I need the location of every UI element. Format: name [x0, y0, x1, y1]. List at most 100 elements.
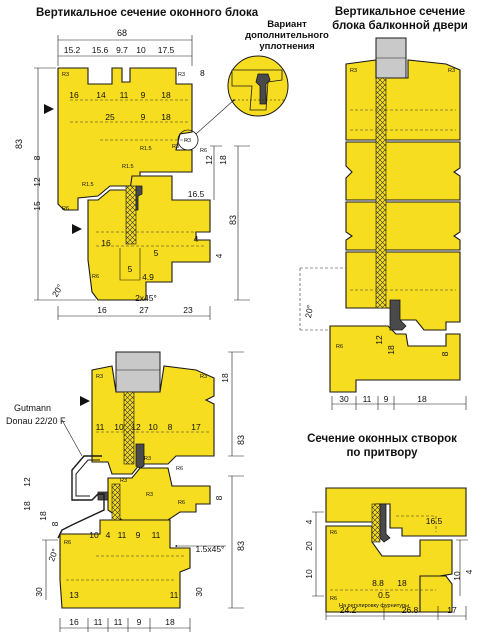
lower-bottom: 11: [94, 617, 103, 627]
balcony-panel-2: [345, 201, 461, 251]
dim-row1: 16: [69, 90, 79, 100]
dim-row-16: 16: [101, 238, 111, 248]
title-balcony-vertical-line2: блока балконной двери: [332, 20, 468, 32]
radius-label: R1.5: [82, 182, 94, 188]
lower-lower-sash: [59, 519, 191, 609]
chamfer-2x45: 2x45°: [135, 293, 157, 303]
title-sash-line1: Сечение оконных створок: [307, 433, 457, 445]
lower-marker: [80, 396, 90, 406]
dim-top-part: 15.2: [64, 45, 81, 55]
balcony-bottom: 18: [417, 394, 427, 404]
lower-dim-11: 11: [170, 590, 179, 600]
dim-row-5b: 5: [128, 264, 133, 274]
radius-label: R3: [184, 138, 191, 144]
sash-dim-right-10: 10: [452, 571, 462, 581]
dim-top-part: 9.7: [116, 45, 128, 55]
label-donau: Donau 22/20 F: [6, 416, 66, 426]
dim-right-part: 12: [204, 155, 214, 165]
sash-on-request: На регулировку фурнитуры: [339, 603, 409, 609]
dim-row2: 9: [141, 112, 146, 122]
title-balcony-vertical-line1: Вертикальное сечение: [335, 6, 465, 18]
chamfer-15x45: 1.5x45°: [196, 544, 225, 554]
dim-row2: 18: [161, 112, 171, 122]
balcony-lower-sash: [345, 251, 461, 331]
lower-row2: 11: [118, 530, 127, 540]
lower-upper-sash: [91, 365, 215, 475]
lower-bottom: 18: [165, 617, 175, 627]
sash-bottom: 24.2: [340, 605, 357, 615]
radius-label: R1.5: [122, 164, 134, 170]
radius-label: R3: [62, 72, 69, 78]
dim-row1: 14: [96, 90, 106, 100]
balcony-section: [299, 37, 467, 410]
radius-label: R1.5: [140, 146, 152, 152]
window-seal-strip: [125, 185, 137, 245]
lower-row2: 9: [136, 530, 141, 540]
dim-row-5a: 5: [154, 248, 159, 258]
balcony-upper-sash: [345, 59, 461, 141]
leader-gutmann: [61, 419, 83, 457]
radius-label: R6: [336, 344, 343, 350]
balcony-bottom: 11: [363, 394, 372, 404]
sash-bottom: 17: [447, 605, 457, 615]
lower-dim-left-18b: 18: [38, 511, 48, 521]
radius-label: R3: [120, 478, 127, 484]
seal-variant-detail: [177, 55, 289, 151]
sash-section: [312, 487, 468, 620]
lower-row1: 10: [114, 422, 124, 432]
sash-upper-profile: [325, 487, 467, 537]
radius-label: R6: [62, 206, 69, 212]
sash-dim-left-20: 20: [304, 541, 314, 551]
dim-left-part: 15: [32, 201, 42, 211]
radius-label: R6: [64, 540, 71, 546]
lower-bottom: 11: [114, 617, 123, 627]
dim-top-part: 15.6: [92, 45, 109, 55]
lower-mid-frame: [107, 467, 211, 521]
radius-label: R6: [200, 148, 207, 154]
dim-right-8: 8: [200, 68, 205, 78]
dim-row-4: 4: [194, 234, 199, 244]
title-window-vertical: Вертикальное сечение оконного блока: [36, 7, 259, 19]
dim-left-part: 8: [32, 155, 42, 160]
dim-top-total: 68: [117, 28, 127, 38]
dim-row1: 9: [141, 90, 146, 100]
lower-dim-left-8: 8: [50, 521, 60, 526]
lower-row1: 8: [168, 422, 173, 432]
dim-row-4-9: 4.9: [142, 272, 154, 282]
sash-dim-right-4: 4: [464, 569, 474, 574]
lower-row1: 11: [96, 422, 105, 432]
radius-label: R6: [176, 466, 183, 472]
lower-row1: 12: [131, 422, 141, 432]
sash-dim-16-5: 16.5: [426, 516, 443, 526]
dim-bottom: 27: [139, 305, 149, 315]
dim-right-83: 83: [228, 215, 238, 225]
radius-label: R3: [178, 72, 185, 78]
radius-label: R3: [200, 374, 207, 380]
sash-dim-left-4: 4: [304, 519, 314, 524]
lower-dim-right-8: 8: [214, 495, 224, 500]
lower-dim-left-12: 12: [22, 477, 32, 487]
window-sash-profile: [57, 67, 193, 211]
dim-right-part: 18: [218, 155, 228, 165]
lower-section: [42, 351, 244, 632]
sash-extension: [419, 575, 453, 613]
dim-left-part: 12: [32, 177, 42, 187]
radius-label: R3: [448, 68, 455, 74]
title-sash-line2: по притвору: [346, 447, 418, 459]
lower-glass: [115, 351, 161, 393]
window-section: [34, 35, 250, 320]
radius-label: R3: [146, 492, 153, 498]
dim-bottom: 16: [97, 305, 107, 315]
balcony-angle: 20°: [303, 304, 315, 318]
window-marker-left-2: [72, 224, 82, 234]
balcony-threshold: [329, 325, 461, 393]
radius-label: R3: [172, 144, 179, 150]
balcony-dim-12: 12: [374, 335, 384, 345]
gutmann-drip-profile: [57, 455, 105, 539]
lower-dim-right-83b: 83: [236, 541, 246, 551]
radius-label: R3: [96, 374, 103, 380]
sash-row-a: 8.8: [372, 578, 384, 588]
balcony-panel-1: [345, 141, 461, 201]
lower-row1: 17: [191, 422, 201, 432]
lower-bottom: 9: [137, 617, 142, 627]
